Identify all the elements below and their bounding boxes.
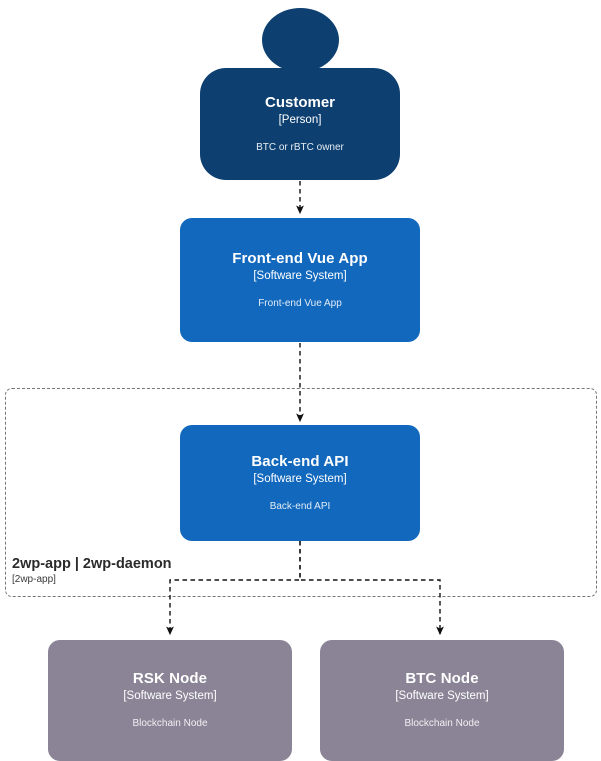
- node-type-backend-api: [Software System]: [253, 472, 347, 485]
- node-description-customer: BTC or rBTC owner: [256, 141, 344, 153]
- node-rsk-node[interactable]: RSK Node [Software System] Blockchain No…: [48, 640, 292, 761]
- node-title-backend-api: Back-end API: [251, 452, 349, 470]
- node-title-customer: Customer: [264, 93, 335, 111]
- person-head-customer: [262, 8, 339, 72]
- node-title-btc-node: BTC Node: [405, 670, 479, 687]
- node-type-rsk-node: [Software System]: [123, 690, 217, 702]
- node-title-frontend-vue-app: Front-end Vue App: [232, 249, 368, 267]
- node-btc-node[interactable]: BTC Node [Software System] Blockchain No…: [320, 640, 564, 761]
- node-frontend-vue-app[interactable]: Front-end Vue App [Software System] Fron…: [180, 218, 420, 342]
- boundary-type: [2wp-app]: [12, 574, 56, 585]
- node-type-frontend-vue-app: [Software System]: [253, 269, 347, 282]
- node-type-customer: [Person]: [278, 113, 322, 126]
- node-backend-api[interactable]: Back-end API [Software System] Back-end …: [180, 425, 420, 541]
- node-description-rsk-node: Blockchain Node: [132, 718, 208, 729]
- boundary-label: 2wp-app | 2wp-daemon [2wp-app]: [12, 556, 172, 586]
- boundary-title: 2wp-app | 2wp-daemon: [12, 556, 172, 572]
- node-description-btc-node: Blockchain Node: [404, 718, 480, 729]
- node-description-frontend-vue-app: Front-end Vue App: [258, 297, 342, 309]
- node-type-btc-node: [Software System]: [395, 690, 489, 702]
- node-title-rsk-node: RSK Node: [132, 670, 208, 687]
- node-description-backend-api: Back-end API: [269, 500, 331, 512]
- node-customer[interactable]: Customer [Person] BTC or rBTC owner: [200, 68, 400, 180]
